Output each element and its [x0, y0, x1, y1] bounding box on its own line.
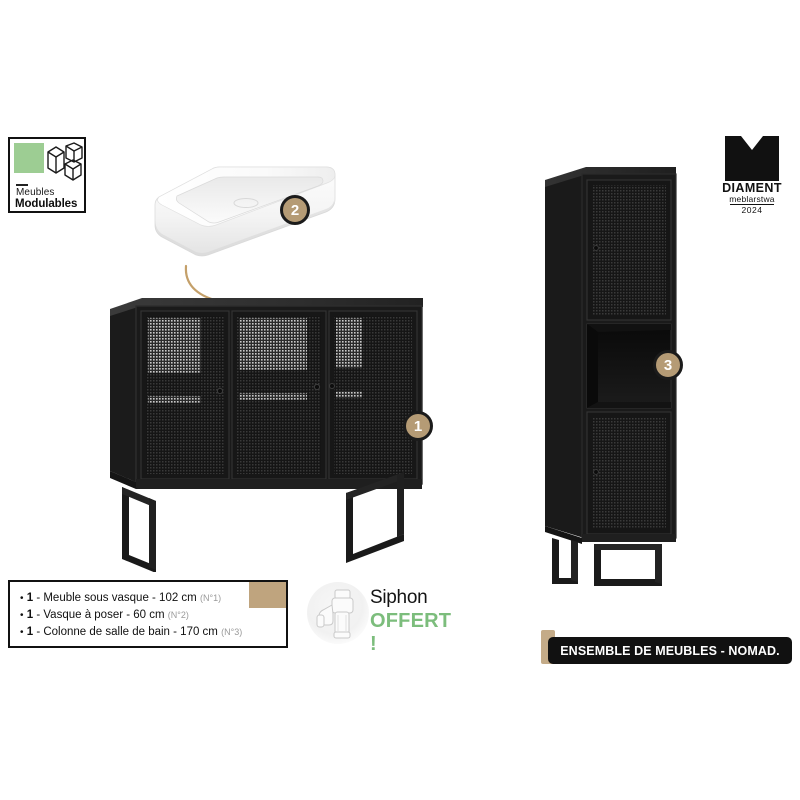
brand-name: DIAMENT	[722, 181, 782, 195]
list-item: • 1 - Meuble sous vasque - 102 cm (N°1)	[20, 590, 286, 607]
brand-logo: DIAMENT meblarstwa 2024	[716, 136, 788, 215]
siphon-subtitle: OFFERT !	[370, 610, 452, 655]
siphon-title: Siphon	[370, 587, 428, 608]
modular-badge-line2: Modulables	[15, 198, 78, 210]
list-item: • 1 - Colonne de salle de bain - 170 cm …	[20, 624, 286, 641]
product-contents-list: • 1 - Meuble sous vasque - 102 cm (N°1) …	[8, 580, 288, 648]
item-quantity: 1	[26, 626, 34, 638]
callout-badge-3[interactable]: 3	[653, 350, 683, 380]
list-bullet: •	[20, 593, 24, 604]
siphon-offer-badge: Siphon OFFERT !	[305, 578, 460, 655]
item-quantity: 1	[26, 592, 34, 604]
item-quantity: 1	[26, 609, 34, 621]
item-name: - Meuble sous vasque - 102 cm	[36, 592, 197, 604]
modular-furniture-badge: Meubles Modulables	[8, 137, 86, 213]
brand-subtitle: meblarstwa	[729, 194, 775, 204]
modular-badge-line1: Meubles	[16, 187, 55, 198]
washbasin-product-image	[146, 163, 341, 268]
list-corner-accent	[249, 582, 286, 608]
modular-cubes-icon	[44, 142, 86, 184]
item-reference: (N°2)	[167, 610, 189, 620]
item-name: - Vasque à poser - 60 cm	[36, 609, 165, 621]
vanity-cabinet-product-image	[108, 287, 426, 573]
ensemble-banner-text: ENSEMBLE DE MEUBLES - NOMAD.	[560, 643, 780, 658]
brand-year: 2024	[716, 204, 788, 215]
item-reference: (N°1)	[199, 593, 222, 603]
callout-badge-2[interactable]: 2	[280, 195, 310, 225]
tall-column-product-image	[542, 166, 687, 586]
siphon-pipe-icon	[315, 588, 363, 640]
green-accent-square	[14, 143, 44, 173]
callout-badge-1[interactable]: 1	[403, 411, 433, 441]
badge-divider	[16, 184, 28, 186]
item-name: - Colonne de salle de bain - 170 cm	[36, 626, 218, 638]
item-reference: (N°3)	[221, 627, 243, 637]
ensemble-banner: ENSEMBLE DE MEUBLES - NOMAD.	[548, 637, 792, 664]
list-item: • 1 - Vasque à poser - 60 cm (N°2)	[20, 607, 286, 624]
list-bullet: •	[20, 610, 24, 621]
list-bullet: •	[20, 627, 24, 638]
diamond-gem-icon	[725, 136, 779, 181]
